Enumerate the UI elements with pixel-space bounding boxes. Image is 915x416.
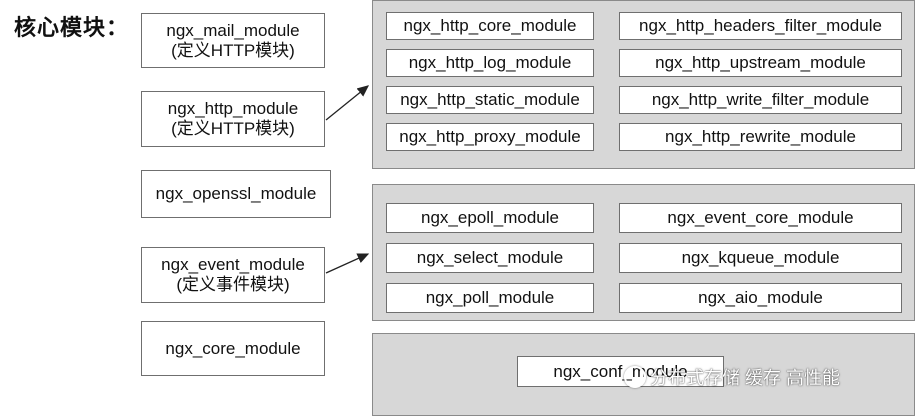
module-name: ngx_http_module	[167, 99, 299, 118]
http-submodule-box: ngx_http_log_module	[386, 49, 594, 77]
event-submodule-box: ngx_poll_module	[386, 283, 594, 313]
http-submodule-box: ngx_http_proxy_module	[386, 123, 594, 151]
event-submodule-box: ngx_kqueue_module	[619, 243, 902, 273]
module-name: ngx_core_module	[165, 338, 301, 358]
event-arrow	[325, 253, 370, 274]
core-module-box: ngx_core_module	[141, 321, 325, 376]
module-description: (定义HTTP模块)	[171, 119, 295, 138]
event-submodule-box: ngx_event_core_module	[619, 203, 902, 233]
module-name: ngx_openssl_module	[155, 184, 317, 203]
module-description: (定义HTTP模块)	[171, 40, 295, 60]
event-module-box: ngx_event_module (定义事件模块)	[141, 247, 325, 303]
event-submodule-box: ngx_epoll_module	[386, 203, 594, 233]
http-submodule-box: ngx_http_core_module	[386, 12, 594, 40]
watermark: 分布式存储 缓存 高性能	[624, 364, 840, 390]
http-arrow	[325, 85, 370, 121]
page-title: 核心模块：	[14, 15, 130, 40]
http-submodule-box: ngx_http_static_module	[386, 86, 594, 114]
http-submodule-box: ngx_http_headers_filter_module	[619, 12, 902, 40]
conf-module-box: ngx_conf_module	[517, 356, 724, 387]
http-submodule-box: ngx_http_upstream_module	[619, 49, 902, 77]
module-name: ngx_mail_module	[166, 20, 300, 40]
module-name: ngx_event_module	[161, 255, 305, 274]
http-submodule-box: ngx_http_write_filter_module	[619, 86, 902, 114]
http-module-box: ngx_http_module (定义HTTP模块)	[141, 91, 325, 147]
event-submodule-box: ngx_select_module	[386, 243, 594, 273]
module-description: (定义事件模块)	[176, 275, 290, 294]
mail-module-box: ngx_mail_module (定义HTTP模块)	[141, 13, 325, 68]
http-submodule-box: ngx_http_rewrite_module	[619, 123, 902, 151]
watermark-text: 分布式存储 缓存 高性能	[650, 368, 841, 388]
openssl-module-box: ngx_openssl_module	[141, 170, 331, 218]
wechat-icon	[624, 366, 646, 388]
event-submodule-box: ngx_aio_module	[619, 283, 902, 313]
